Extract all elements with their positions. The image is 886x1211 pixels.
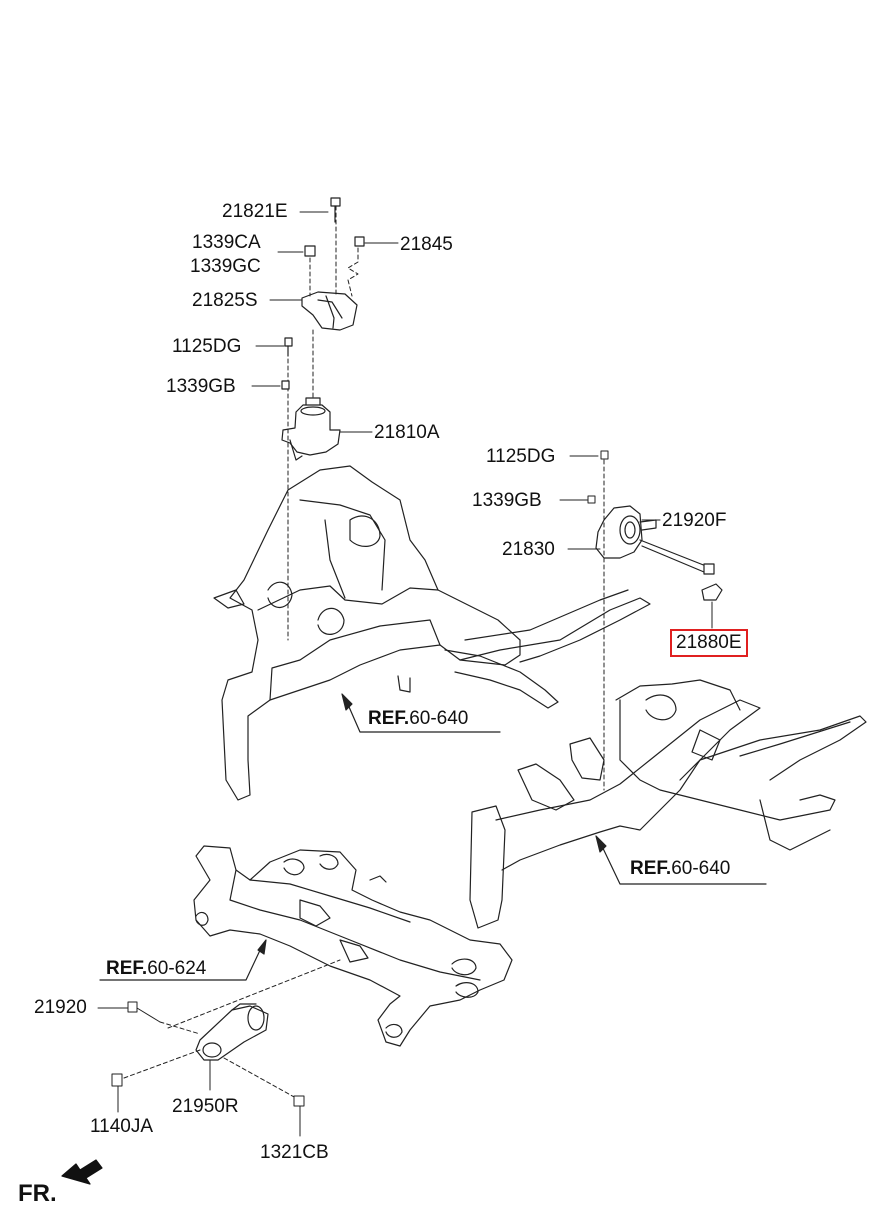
small-fasteners-upper xyxy=(281,197,365,390)
bracket-21880E xyxy=(701,583,723,601)
ref-arrows xyxy=(99,693,767,981)
ref-prefix: REF. xyxy=(106,958,148,979)
leader-lines-upper xyxy=(251,205,399,641)
part-label-1339GB-upper[interactable]: 1339GB xyxy=(166,376,236,397)
part-label-21920[interactable]: 21920 xyxy=(34,997,87,1018)
upper-mount-bracket xyxy=(301,291,358,331)
part-label-1140JA[interactable]: 1140JA xyxy=(90,1116,154,1137)
part-label-21880E-highlighted[interactable]: 21880E xyxy=(670,629,748,657)
ref-number: 60-640 xyxy=(409,708,469,729)
part-label-1125DG-right[interactable]: 1125DG xyxy=(486,446,556,467)
transmission-mount-21830 xyxy=(595,505,715,575)
engine-mount-21810A xyxy=(281,397,341,461)
front-direction-label: FR. xyxy=(18,1180,57,1207)
part-label-1321CB[interactable]: 1321CB xyxy=(260,1142,329,1163)
ref-label-sub-frame[interactable]: REF.60-624 xyxy=(106,958,206,980)
part-label-1339GC[interactable]: 1339GC xyxy=(190,256,261,277)
roll-rod-21950R xyxy=(195,1003,269,1061)
ref-label-side-member-left[interactable]: REF.60-640 xyxy=(368,708,468,730)
part-label-1339GB-right[interactable]: 1339GB xyxy=(472,490,542,511)
part-label-21810A[interactable]: 21810A xyxy=(374,422,440,443)
leader-lines-lower xyxy=(97,959,341,1137)
ref-label-side-member-right[interactable]: REF.60-640 xyxy=(630,858,730,880)
ref-number: 60-624 xyxy=(147,958,207,979)
part-label-21830[interactable]: 21830 xyxy=(502,539,555,560)
leader-lines-right xyxy=(559,450,713,791)
front-arrow-icon xyxy=(61,1159,103,1185)
sub-frame xyxy=(193,845,513,1047)
ref-prefix: REF. xyxy=(368,708,410,729)
part-label-1125DG-upper[interactable]: 1125DG xyxy=(172,336,242,357)
part-label-21825S[interactable]: 21825S xyxy=(192,290,258,311)
part-label-1339CA[interactable]: 1339CA xyxy=(192,232,261,253)
part-label-21845[interactable]: 21845 xyxy=(400,234,453,255)
ref-number: 60-640 xyxy=(671,858,731,879)
part-label-21920F[interactable]: 21920F xyxy=(662,510,727,531)
left-side-member xyxy=(213,465,651,801)
right-side-member xyxy=(469,679,867,929)
part-label-21821E[interactable]: 21821E xyxy=(222,201,288,222)
part-label-21950R[interactable]: 21950R xyxy=(172,1096,239,1117)
ref-prefix: REF. xyxy=(630,858,672,879)
